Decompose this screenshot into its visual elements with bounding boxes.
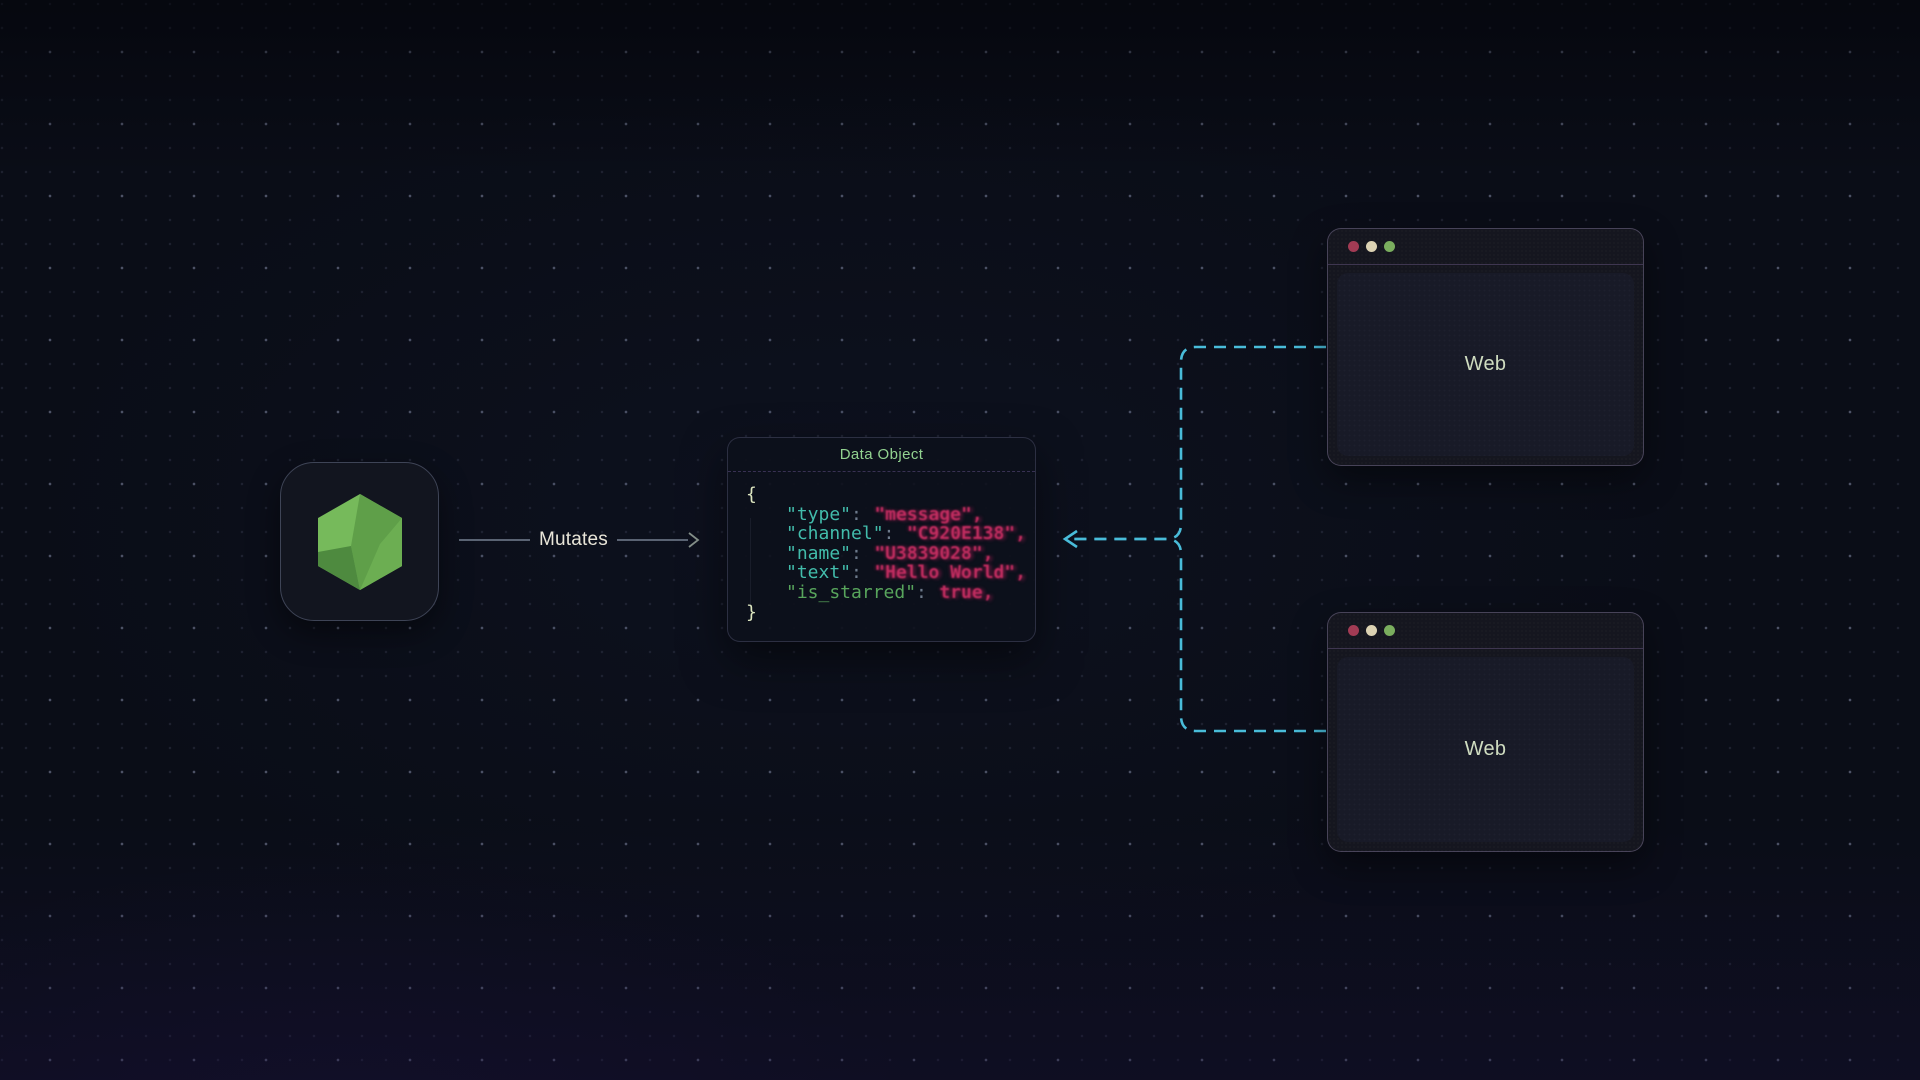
code-key: "channel": [786, 523, 884, 545]
code-value: "message",: [874, 503, 983, 525]
traffic-light-green-icon: [1384, 241, 1395, 252]
traffic-light-red-icon: [1348, 241, 1359, 252]
data-object-code: { "type":"message", "channel":"C920E138"…: [728, 472, 1035, 622]
mutates-label: Mutates: [539, 529, 608, 550]
nodejs-icon-card: [280, 462, 439, 621]
arrow-right-icon: [688, 532, 700, 548]
code-colon: :: [851, 562, 862, 584]
code-colon: :: [916, 581, 927, 603]
browser-window-top: Web: [1327, 228, 1644, 466]
traffic-light-green-icon: [1384, 625, 1395, 636]
code-brace-close: }: [746, 601, 757, 623]
code-line: "is_starred": true,: [746, 583, 1035, 603]
code-key: "text": [786, 562, 852, 584]
code-value: "Hello World",: [874, 562, 1027, 584]
data-object-panel-header: Data Object: [728, 438, 1035, 472]
code-colon: :: [883, 523, 895, 545]
indent-guide: [750, 518, 751, 606]
code-value: "C920E138",: [906, 523, 1027, 545]
data-object-panel-title: Data Object: [839, 446, 924, 463]
dashed-connector-bottom: [1074, 537, 1326, 733]
connector-line-right: [617, 539, 688, 541]
code-line: "type": "message",: [746, 503, 1035, 525]
browser-web-label: Web: [1464, 353, 1507, 375]
browser-titlebar: [1328, 613, 1643, 649]
code-line: "channel": "C920E138",: [746, 524, 1035, 544]
browser-window-bottom: Web: [1327, 612, 1644, 852]
nodejs-hexagon-icon: [317, 493, 402, 590]
code-line: "name": "U3839028",: [746, 542, 1035, 564]
browser-web-label: Web: [1464, 738, 1507, 760]
traffic-light-red-icon: [1348, 625, 1359, 636]
web-connectors: [1062, 345, 1326, 733]
code-value: true,: [939, 581, 994, 603]
code-colon: :: [851, 542, 862, 564]
traffic-light-yellow-icon: [1366, 625, 1377, 636]
dashed-connector-top: [1074, 345, 1326, 541]
code-colon: :: [851, 503, 862, 525]
code-key: "is_starred": [786, 581, 917, 603]
browser-content: Web: [1337, 657, 1634, 842]
code-key: "type": [786, 503, 852, 525]
browser-content: Web: [1337, 273, 1634, 456]
mutates-connector: Mutates: [459, 526, 700, 554]
code-brace-open: {: [746, 484, 757, 505]
data-object-panel: Data Object { "type":"message", "channel…: [727, 437, 1036, 642]
traffic-light-yellow-icon: [1366, 241, 1377, 252]
browser-titlebar: [1328, 229, 1643, 265]
code-line: "text": "Hello World",: [746, 563, 1035, 583]
arrow-left-icon: [1062, 529, 1078, 549]
code-key: "name": [786, 542, 852, 564]
code-value: "U3839028",: [874, 542, 994, 564]
connector-line-left: [459, 539, 530, 541]
